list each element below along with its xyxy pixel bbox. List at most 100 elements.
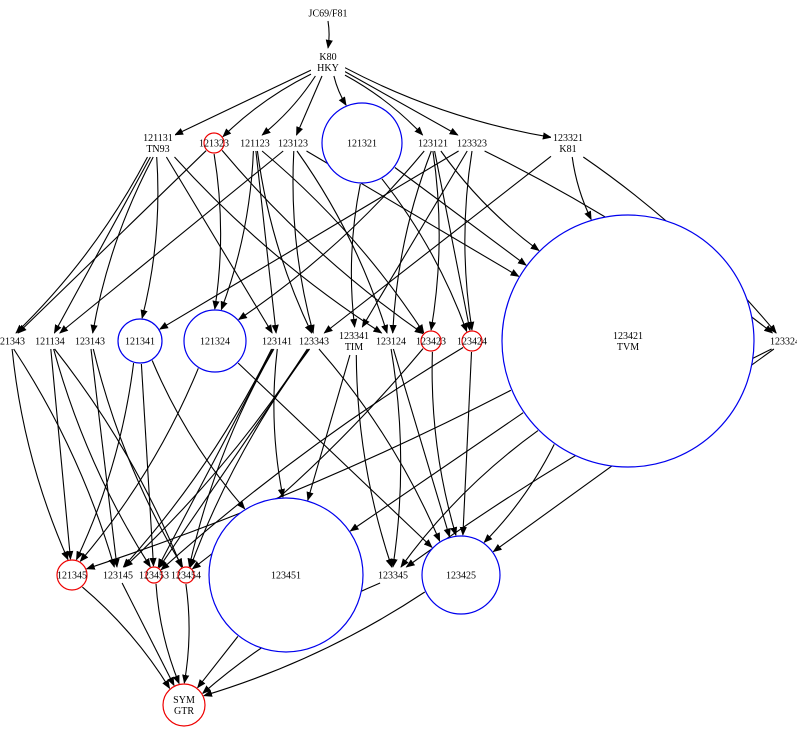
node-label-sym-line-0: SYM bbox=[173, 695, 195, 706]
node-121345: 121345 bbox=[56, 559, 88, 591]
edge-k80-to-121323 bbox=[222, 73, 312, 138]
edge-123121-to-123421 bbox=[440, 150, 540, 252]
node-circle-123424 bbox=[461, 330, 483, 352]
edge-123343-to-123454 bbox=[189, 348, 311, 568]
node-label-backing-123145 bbox=[101, 569, 135, 581]
node-label-123141-line-0: 123141 bbox=[262, 337, 292, 348]
edge-123123-to-123124 bbox=[296, 150, 389, 334]
edge-121343-to-123145 bbox=[13, 348, 116, 568]
edge-123421-to-123345 bbox=[400, 430, 539, 568]
node-label-123454-line-0: 123454 bbox=[171, 571, 201, 582]
node-123123: 123123 bbox=[276, 137, 310, 150]
node-circle-121341 bbox=[117, 318, 163, 364]
node-label-123341-line-1: TIM bbox=[345, 342, 363, 353]
node-123323: 123323 bbox=[455, 137, 489, 150]
edge-k80-to-121321 bbox=[333, 75, 347, 106]
node-label-121323-line-0: 121323 bbox=[199, 139, 229, 150]
edge-121123-to-123423 bbox=[261, 150, 425, 334]
node-label-123321-line-0: 123321 bbox=[553, 133, 583, 144]
node-jc69: JC69/F81 bbox=[309, 7, 348, 20]
node-121341: 121341 bbox=[117, 318, 163, 364]
node-121324: 121324 bbox=[183, 309, 247, 373]
edge-123421-to-123425 bbox=[483, 444, 555, 544]
node-label-121341-line-0: 121341 bbox=[125, 337, 155, 348]
edge-123341-to-123345 bbox=[355, 354, 393, 568]
edge-123425-to-sym bbox=[203, 591, 426, 697]
node-label-backing-121134 bbox=[33, 335, 67, 347]
edge-123145-to-sym bbox=[121, 582, 175, 687]
node-label-backing-123321 bbox=[551, 131, 585, 155]
node-123425: 123425 bbox=[421, 535, 501, 615]
edge-123141-to-123451 bbox=[273, 348, 285, 498]
edge-121341-to-123451 bbox=[151, 360, 246, 510]
node-123343: 123343 bbox=[297, 335, 331, 348]
node-label-121324-line-0: 121324 bbox=[200, 337, 230, 348]
edge-123343-to-123425 bbox=[318, 348, 441, 542]
node-123454: 123454 bbox=[171, 566, 201, 584]
node-circle-123421 bbox=[501, 214, 755, 468]
edge-123123-to-123343 bbox=[292, 150, 315, 334]
node-label-123421-line-1: TVM bbox=[617, 342, 639, 353]
edge-121131-to-121343 bbox=[15, 156, 148, 334]
edge-121345-to-sym bbox=[82, 586, 171, 690]
node-label-123124-line-0: 123124 bbox=[376, 337, 406, 348]
node-121321: 121321 bbox=[321, 102, 403, 184]
node-label-jc69-line-0: JC69/F81 bbox=[309, 9, 348, 20]
edge-123143-to-123454 bbox=[92, 348, 184, 568]
edge-k80-to-123121 bbox=[344, 74, 424, 136]
edge-121131-to-121134 bbox=[53, 156, 151, 334]
edge-121131-to-123143 bbox=[90, 156, 154, 334]
node-label-backing-123121 bbox=[416, 137, 450, 149]
edge-121324-to-121345 bbox=[79, 368, 199, 562]
node-label-121123-line-0: 121123 bbox=[240, 139, 270, 150]
edge-k80-to-123323 bbox=[344, 71, 459, 136]
edge-121134-to-123454 bbox=[54, 348, 183, 569]
node-123143: 123143 bbox=[73, 335, 107, 348]
node-label-123421-line-0: 123421 bbox=[613, 331, 643, 342]
node-123145: 123145 bbox=[101, 569, 135, 582]
edge-123424-to-123453 bbox=[160, 347, 464, 571]
node-123124: 123124 bbox=[374, 335, 408, 348]
edge-123421-to-121345 bbox=[85, 389, 512, 570]
edge-123124-to-123425 bbox=[392, 348, 451, 538]
edge-121123-to-121324 bbox=[220, 150, 254, 311]
edge-123453-to-sym bbox=[155, 583, 180, 685]
node-label-backing-123123 bbox=[276, 137, 310, 149]
edge-121323-to-121324 bbox=[212, 153, 222, 310]
edge-123141-to-123145 bbox=[122, 348, 273, 568]
edge-123454-to-sym bbox=[182, 583, 190, 684]
edge-123321-to-123343 bbox=[323, 155, 552, 334]
node-label-121321-line-0: 121321 bbox=[347, 139, 377, 150]
edge-123121-to-123423 bbox=[428, 150, 440, 331]
node-123424: 123424 bbox=[457, 330, 487, 352]
node-label-backing-123345 bbox=[376, 569, 410, 581]
node-label-121131-line-0: 121131 bbox=[143, 133, 173, 144]
edge-123321-to-123421 bbox=[571, 156, 592, 221]
node-label-k80-line-1: HKY bbox=[317, 63, 339, 74]
node-circle-123425 bbox=[421, 535, 501, 615]
node-circle-121323 bbox=[203, 132, 225, 154]
edge-123451-to-sym bbox=[197, 636, 239, 689]
edge-123143-to-123145 bbox=[90, 348, 120, 568]
edge-jc69-to-k80 bbox=[325, 20, 333, 49]
node-circle-123453 bbox=[145, 566, 163, 584]
node-circle-123423 bbox=[420, 330, 442, 352]
node-label-123323-line-0: 123323 bbox=[457, 139, 487, 150]
node-121323: 121323 bbox=[199, 132, 229, 154]
node-circle-sym bbox=[162, 683, 206, 727]
node-123121: 123121 bbox=[416, 137, 450, 150]
node-label-123324-line-0: 123324 bbox=[770, 337, 797, 348]
edge-121341-to-123453 bbox=[140, 363, 157, 567]
node-label-123345-line-0: 123345 bbox=[378, 571, 408, 582]
edge-123124-to-123345 bbox=[390, 348, 402, 568]
node-label-backing-123324 bbox=[768, 335, 797, 347]
edge-121131-to-123141 bbox=[165, 156, 273, 334]
node-label-123425-line-0: 123425 bbox=[446, 571, 476, 582]
